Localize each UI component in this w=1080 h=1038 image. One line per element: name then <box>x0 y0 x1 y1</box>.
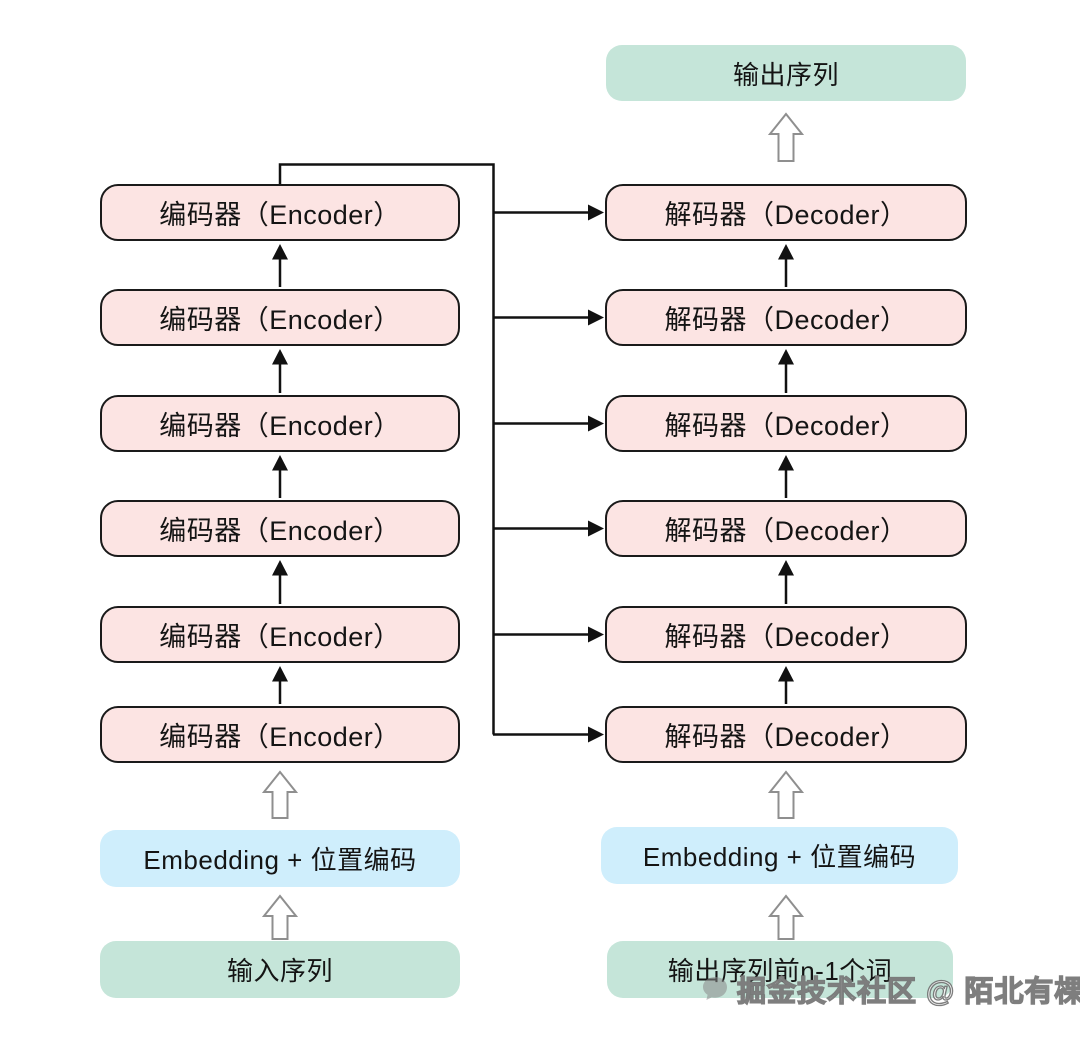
decoder-stack-arrow <box>778 455 794 498</box>
decoder-box-2: 解码器（Decoder） <box>605 289 967 346</box>
decoder-box-6: 解码器（Decoder） <box>605 706 967 763</box>
input-to-embedding-arrow <box>261 894 299 940</box>
output-sequence-box: 输出序列 <box>606 45 966 101</box>
encoder-stack-arrow <box>272 455 288 498</box>
encoder-box-3: 编码器（Encoder） <box>100 395 460 452</box>
decoder-box-1: 解码器（Decoder） <box>605 184 967 241</box>
decoder-stack-arrow <box>778 560 794 604</box>
encoder-to-decoder-arrow <box>493 520 604 537</box>
encoder-to-decoder-arrow <box>493 415 604 432</box>
encoder-stack-arrow <box>272 560 288 604</box>
embedding-to-encoder-arrow <box>261 770 299 819</box>
encoder-to-decoder-arrow <box>493 309 604 326</box>
encoder-to-decoder-arrow <box>493 204 604 221</box>
input-sequence-box: 输入序列 <box>100 941 460 998</box>
decoder-box-5: 解码器（Decoder） <box>605 606 967 663</box>
encoder-stack-arrow <box>272 244 288 287</box>
embedding-to-decoder-arrow <box>767 770 805 819</box>
decoder-embedding-box: Embedding + 位置编码 <box>601 827 958 884</box>
decoder-to-output-arrow <box>767 112 805 162</box>
decoder-box-4: 解码器（Decoder） <box>605 500 967 557</box>
prev-words-to-embedding-arrow <box>767 894 805 940</box>
output-prev-words-box: 输出序列前n-1个词 <box>607 941 953 998</box>
encoder-embedding-box: Embedding + 位置编码 <box>100 830 460 887</box>
encoder-stack-arrow <box>272 666 288 704</box>
decoder-stack-arrow <box>778 349 794 393</box>
decoder-box-3: 解码器（Decoder） <box>605 395 967 452</box>
encoder-to-decoder-arrow <box>493 726 604 743</box>
decoder-stack-arrow <box>778 666 794 704</box>
decoder-stack-arrow <box>778 244 794 287</box>
encoder-box-6: 编码器（Encoder） <box>100 706 460 763</box>
encoder-box-4: 编码器（Encoder） <box>100 500 460 557</box>
encoder-box-1: 编码器（Encoder） <box>100 184 460 241</box>
encoder-to-decoder-arrow <box>493 626 604 643</box>
encoder-box-2: 编码器（Encoder） <box>100 289 460 346</box>
encoder-box-5: 编码器（Encoder） <box>100 606 460 663</box>
encoder-stack-arrow <box>272 349 288 393</box>
